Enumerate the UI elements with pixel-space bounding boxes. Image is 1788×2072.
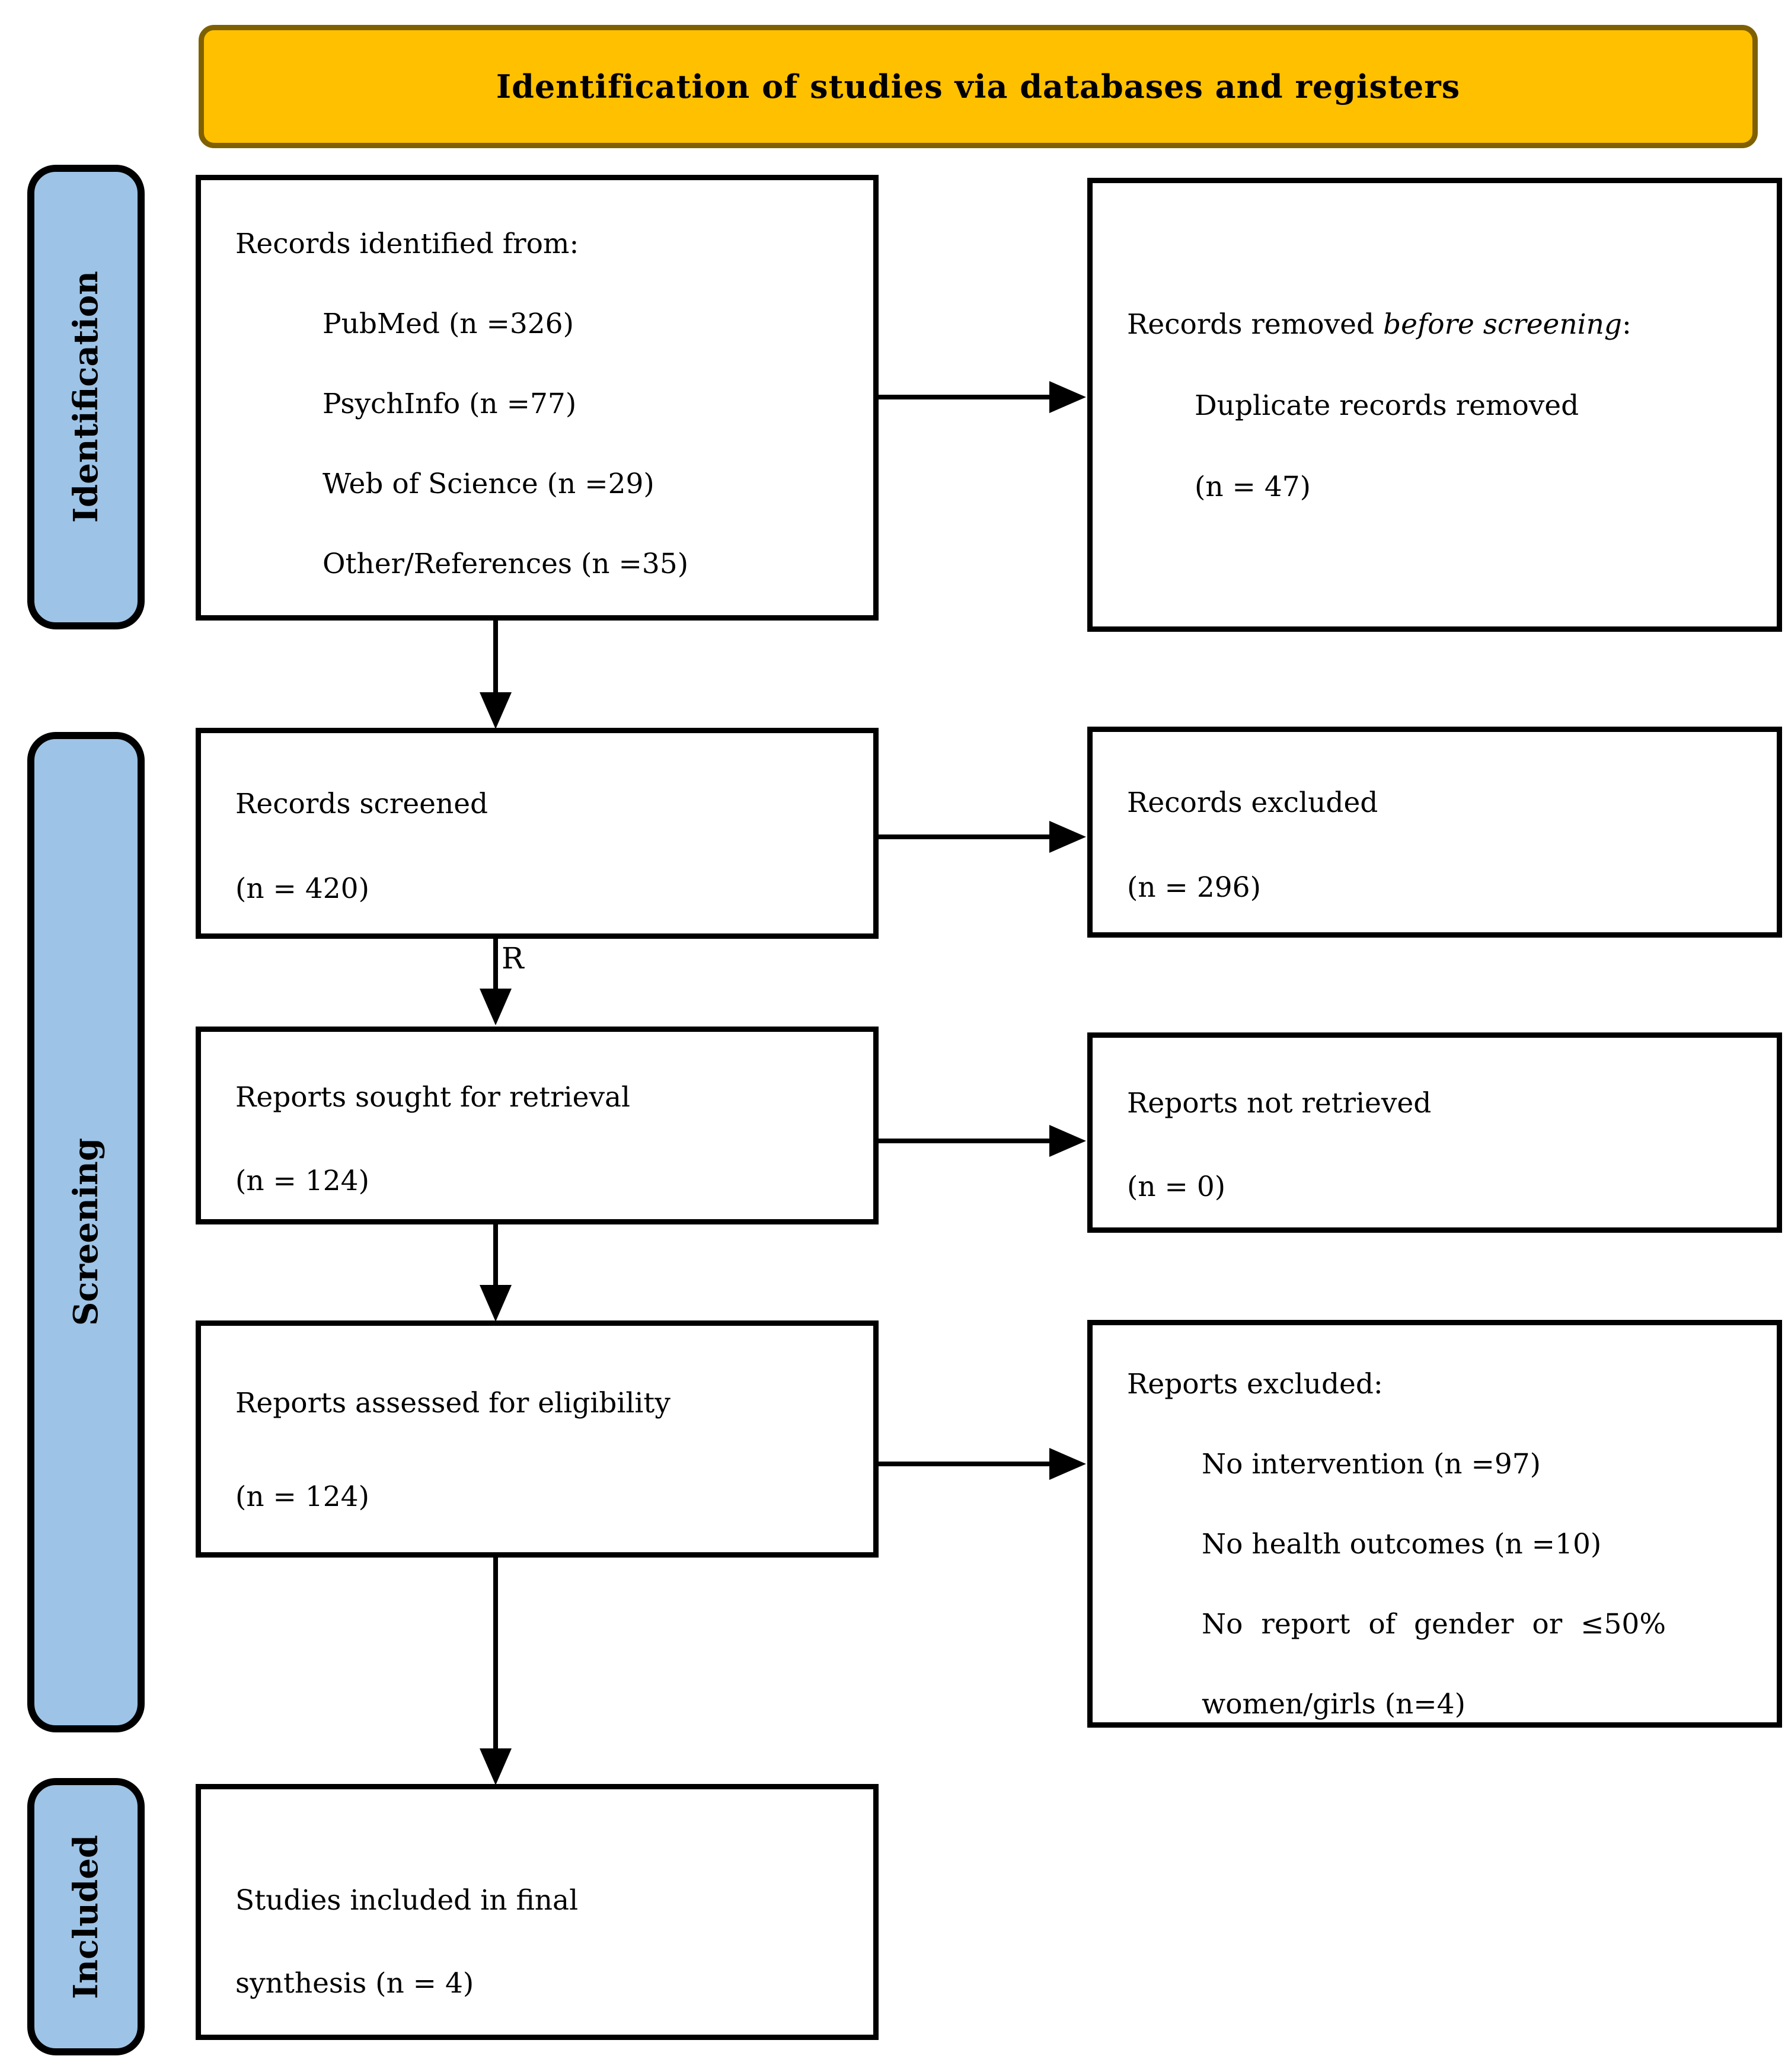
- reports-not-retrieved-line: Reports not retrieved: [1127, 1087, 1432, 1120]
- reports-excluded-item: women/girls (n=4): [1202, 1688, 1465, 1721]
- records-screened-count: (n = 420): [235, 872, 369, 905]
- flow-header-banner: Identification of studies via databases …: [199, 25, 1758, 148]
- records-identified-item: PsychInfo (n =77): [323, 388, 577, 420]
- box-studies-included: Studies included in final synthesis (n =…: [196, 1784, 879, 2040]
- box-records-screened: Records screened (n = 420): [196, 728, 879, 939]
- studies-included-line: Studies included in final: [235, 1884, 579, 1917]
- records-removed-item: Duplicate records removed: [1195, 389, 1579, 422]
- reports-assessed-count: (n = 124): [235, 1481, 369, 1513]
- arrow-screened-to-excluded-head: [1049, 821, 1086, 853]
- arrow-assessed-to-reportsexcluded-line: [879, 1462, 1051, 1466]
- box-records-identified: Records identified from: PubMed (n =326)…: [196, 175, 879, 621]
- records-excluded-line: Records excluded: [1127, 786, 1378, 819]
- arrow-sought-to-notretrieved-head: [1049, 1125, 1086, 1157]
- records-excluded-count: (n = 296): [1127, 871, 1261, 904]
- stage-tab-included: Included: [27, 1778, 145, 2055]
- records-identified-title: Records identified from:: [235, 228, 579, 260]
- arrow-sought-to-assessed-head: [480, 1285, 512, 1322]
- stage-tab-screening: Screening: [27, 732, 145, 1732]
- reports-excluded-item: No report of gender or ≤50%: [1202, 1608, 1666, 1641]
- arrow-assessed-to-reportsexcluded-head: [1049, 1448, 1086, 1480]
- diagram-title: Identification of studies via databases …: [496, 68, 1461, 105]
- arrow-sought-to-notretrieved-line: [879, 1139, 1051, 1143]
- box-records-excluded: Records excluded (n = 296): [1087, 727, 1782, 938]
- records-removed-title: Records removed before screening:: [1127, 308, 1631, 341]
- reports-not-retrieved-count: (n = 0): [1127, 1171, 1226, 1203]
- studies-included-count: synthesis (n = 4): [235, 1967, 474, 2000]
- arrow-identified-to-screened-head: [480, 692, 512, 729]
- records-identified-item: PubMed (n =326): [323, 308, 574, 340]
- box-records-removed: Records removed before screening: Duplic…: [1087, 178, 1782, 632]
- stage-tab-included-label: Included: [66, 1834, 106, 1999]
- reports-excluded-item: No health outcomes (n =10): [1202, 1528, 1602, 1561]
- stage-tab-screening-label: Screening: [66, 1138, 106, 1326]
- reports-sought-line: Reports sought for retrieval: [235, 1081, 631, 1114]
- arrow-identified-to-removed-line: [879, 395, 1051, 399]
- reports-excluded-item: No intervention (n =97): [1202, 1448, 1541, 1481]
- box-reports-not-retrieved: Reports not retrieved (n = 0): [1087, 1032, 1782, 1233]
- box-reports-assessed: Reports assessed for eligibility (n = 12…: [196, 1320, 879, 1558]
- reports-excluded-title: Reports excluded:: [1127, 1368, 1383, 1400]
- box-reports-excluded: Reports excluded: No intervention (n =97…: [1087, 1320, 1782, 1728]
- arrow-screened-to-excluded-line: [879, 834, 1051, 839]
- records-screened-line: Records screened: [235, 788, 488, 820]
- arrow-identified-to-screened-line: [493, 621, 498, 695]
- arrow-identified-to-removed-head: [1049, 381, 1086, 413]
- records-identified-item: Other/References (n =35): [323, 548, 689, 580]
- reports-assessed-line: Reports assessed for eligibility: [235, 1387, 670, 1419]
- arrow-sought-to-assessed-line: [493, 1224, 498, 1287]
- arrow-screened-to-sought-head: [480, 989, 512, 1025]
- records-removed-item: (n = 47): [1195, 471, 1311, 503]
- reports-sought-count: (n = 124): [235, 1165, 369, 1197]
- box-reports-sought: Reports sought for retrieval (n = 124): [196, 1027, 879, 1224]
- arrow-screened-to-sought-line: [493, 938, 498, 991]
- arrow-screened-to-sought-label: R: [502, 941, 524, 976]
- arrow-assessed-to-included-head: [480, 1748, 512, 1785]
- stage-tab-identification: Identification: [27, 165, 145, 629]
- stage-tab-identification-label: Identification: [66, 271, 106, 523]
- arrow-assessed-to-included-line: [493, 1558, 498, 1751]
- records-removed-title-italic: before screening: [1382, 308, 1622, 341]
- records-identified-item: Web of Science (n =29): [323, 468, 654, 500]
